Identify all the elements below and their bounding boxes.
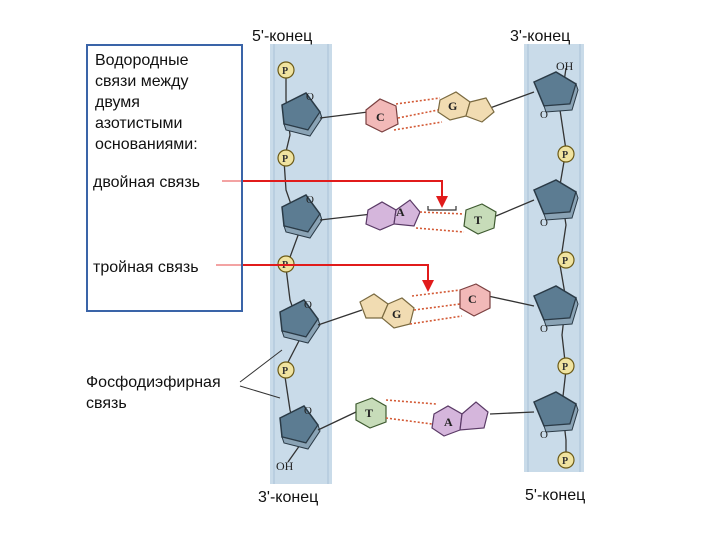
right-strand-bottom-end-label: 5'-конец	[525, 487, 586, 504]
base-t	[463, 203, 497, 235]
hydroxyl-bottom-left: OH	[276, 459, 294, 473]
phosphate-label: P	[562, 456, 568, 467]
ring-oxygen-label: O	[304, 405, 312, 417]
base-letter: C	[468, 292, 477, 306]
base-letter: A	[444, 415, 453, 429]
phosphate-label: P	[562, 362, 568, 373]
phosphate-label: P	[562, 256, 568, 267]
base-pair-3: G C	[359, 283, 491, 329]
left-sugar-4	[279, 405, 321, 450]
ring-oxygen-label: O	[540, 323, 548, 335]
base-letter: T	[474, 213, 482, 227]
left-sugar-1	[281, 92, 323, 137]
double-bond-arrow	[222, 180, 448, 208]
triple-bond-arrow	[216, 264, 434, 292]
phosphate-label: P	[282, 366, 288, 377]
phosphate-label: P	[562, 150, 568, 161]
ring-oxygen-label: O	[306, 194, 314, 206]
left-strand-top-end-label: 5'-конец	[252, 28, 313, 45]
base-letter: G	[448, 99, 457, 113]
left-strand-bottom-end-label: 3'-конец	[258, 489, 319, 506]
base-t	[355, 397, 387, 429]
right-strand-top-end-label: 3'-конец	[510, 28, 571, 45]
base-letter: G	[392, 307, 401, 321]
hydroxyl-top-right: OH	[556, 59, 574, 73]
right-sugar-2	[533, 179, 579, 221]
right-sugar-4	[533, 391, 579, 433]
right-sugar-3	[533, 285, 579, 327]
ring-oxygen-label: O	[540, 109, 548, 121]
phosphodiester-pointers	[239, 349, 283, 399]
ring-oxygen-label: O	[540, 217, 548, 229]
base-letter: A	[396, 205, 405, 219]
triple-bond-label: тройная связь	[93, 259, 199, 276]
phosphate-label: P	[282, 66, 288, 77]
ring-oxygen-label: O	[306, 91, 314, 103]
hydrogen-bonds-title: Водородные связи между двумя азотистыми …	[95, 52, 198, 153]
phosphodiester-bond-label: Фосфодиэфирная связь	[86, 374, 221, 412]
base-pair-1: C G	[365, 91, 495, 133]
base-letter: T	[365, 406, 373, 420]
base-pair-4: T A	[355, 397, 489, 437]
phosphate-label: P	[282, 154, 288, 165]
hydrogen-bonds-caption-box	[86, 44, 243, 312]
right-sugar-1	[533, 71, 579, 113]
base-pair-2: A T	[365, 199, 497, 235]
ring-oxygen-label: O	[540, 429, 548, 441]
right-phosphates	[557, 145, 575, 469]
ring-oxygen-label: O	[304, 299, 312, 311]
base-c	[365, 98, 399, 133]
glycosidic-links	[317, 91, 535, 431]
base-c	[459, 283, 491, 317]
base-a	[365, 201, 397, 231]
double-bond-label: двойная связь	[93, 174, 200, 191]
base-letter: C	[376, 110, 385, 124]
